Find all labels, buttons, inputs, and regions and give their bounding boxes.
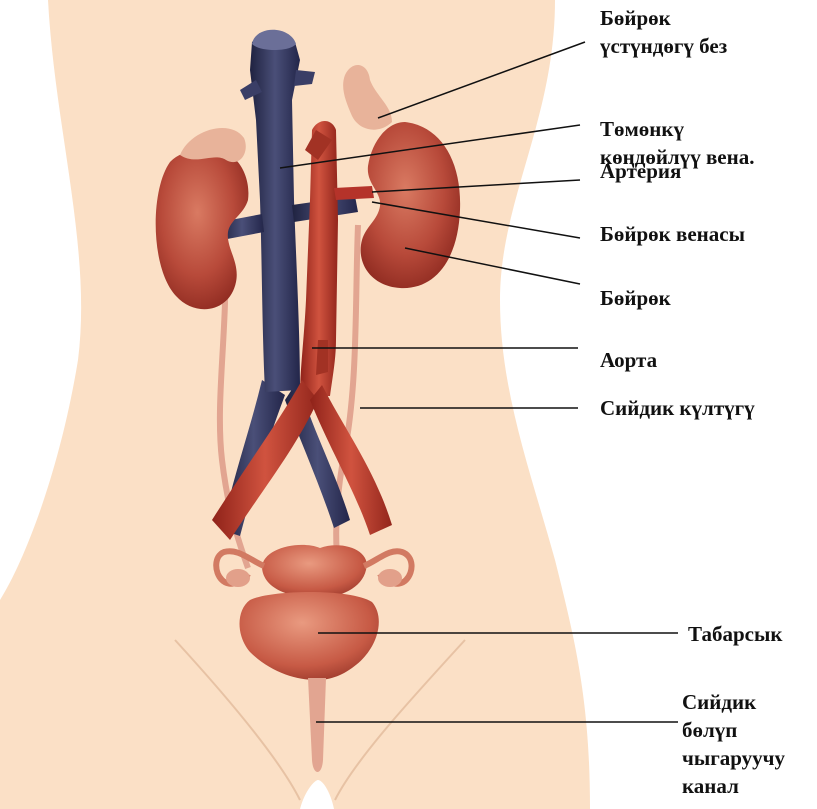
left-ovary [226, 569, 250, 587]
label-bladder: Табарсык [688, 620, 782, 648]
label-urethra-line-1: Сийдик [682, 688, 785, 716]
label-adrenal-line-1: Бөйрөк [600, 4, 727, 32]
label-aorta: Аорта [600, 346, 657, 374]
label-urethra: Сийдик бөлүп чыгаруучу канал [682, 688, 785, 800]
label-urethra-line-4: канал [682, 772, 785, 800]
label-renal-vein: Бөйрөк венасы [600, 220, 745, 248]
label-vena-cava-line-1: Төмөнкү [600, 115, 754, 143]
label-bladder-line-1: Табарсык [688, 620, 782, 648]
label-aorta-line-1: Аорта [600, 346, 657, 374]
label-urethra-line-2: бөлүп [682, 716, 785, 744]
label-artery-line-1: Артерия [600, 157, 681, 185]
renal-artery [334, 186, 374, 200]
label-renal-vein-line-1: Бөйрөк венасы [600, 220, 745, 248]
label-kidney-line-1: Бөйрөк [600, 284, 671, 312]
label-urethra-line-3: чыгаруучу [682, 744, 785, 772]
label-artery: Артерия [600, 157, 681, 185]
label-ureter-line-1: Сийдик күлтүгү [600, 394, 755, 422]
label-ureter: Сийдик күлтүгү [600, 394, 755, 422]
label-adrenal-line-2: үстүндөгү без [600, 32, 727, 60]
label-kidney: Бөйрөк [600, 284, 671, 312]
right-ovary [378, 569, 402, 587]
label-adrenal-gland: Бөйрөк үстүндөгү без [600, 4, 727, 60]
